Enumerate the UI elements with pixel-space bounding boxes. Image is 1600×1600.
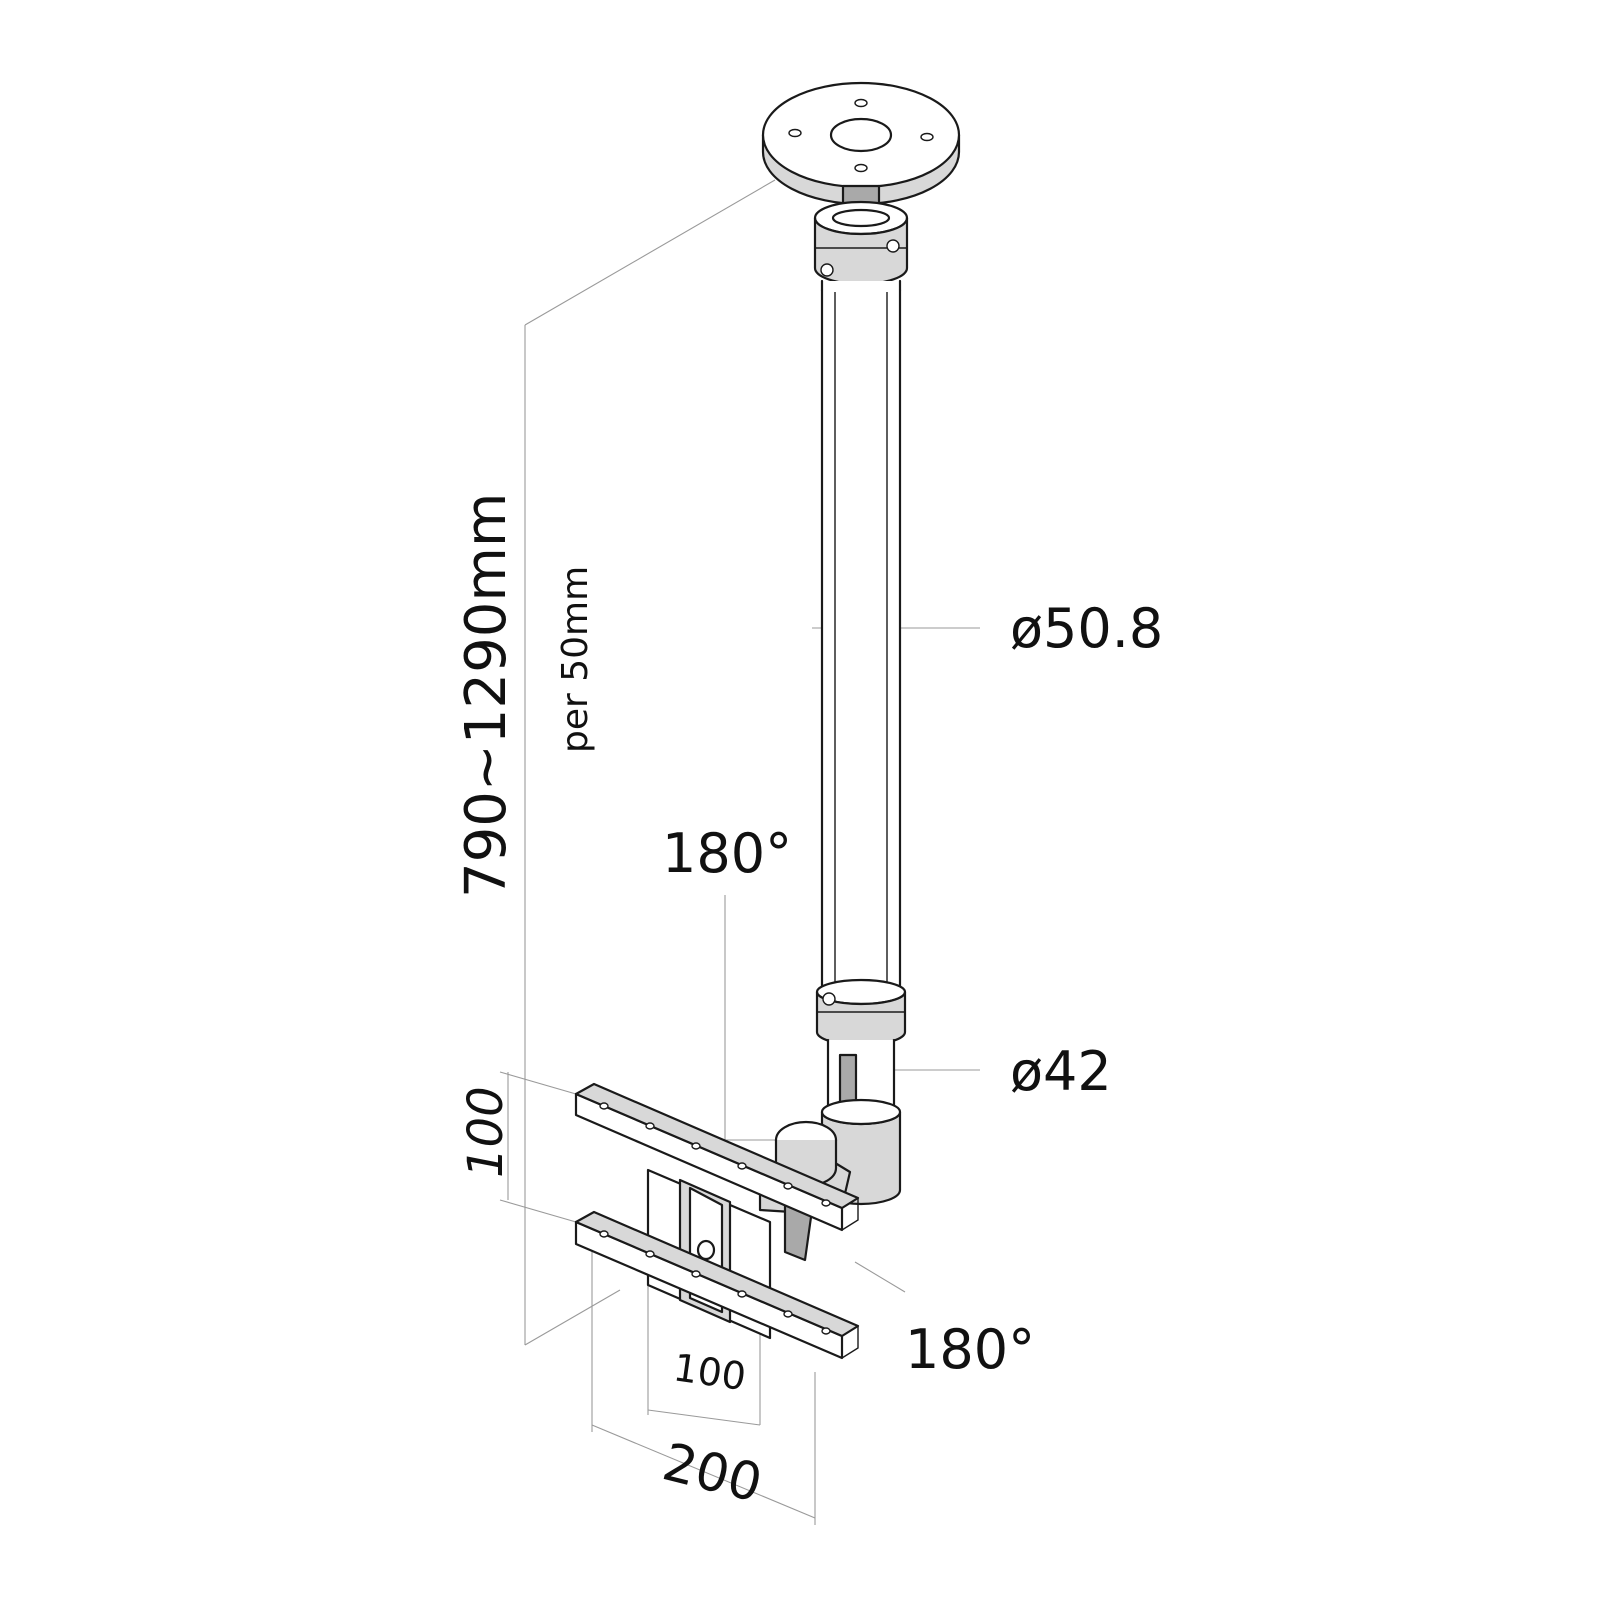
ceiling-plate: [761, 81, 961, 206]
lower-tube-diameter-label: ø42: [1010, 1040, 1112, 1103]
vesa-width-small-label: 100: [671, 1345, 749, 1399]
upper-joint: [813, 184, 909, 304]
upper-tube: [820, 288, 902, 992]
swivel-angle-label: 180°: [905, 1318, 1035, 1381]
tilt-angle-label: 180°: [662, 822, 792, 885]
upper-tube-diameter-label: ø50.8: [1010, 597, 1163, 660]
vesa-plate: [574, 1082, 860, 1360]
dimension-labels: 790~1290mm per 50mm ø50.8 180° ø42 100 1…: [454, 493, 1163, 1515]
mounting-holes: [599, 1102, 831, 1335]
height-step-label: per 50mm: [555, 566, 596, 753]
vesa-height-label: 100: [458, 1086, 514, 1178]
middle-clamp: [815, 978, 907, 1047]
height-range-label: 790~1290mm: [454, 493, 519, 898]
vesa-width-large-label: 200: [657, 1432, 768, 1514]
